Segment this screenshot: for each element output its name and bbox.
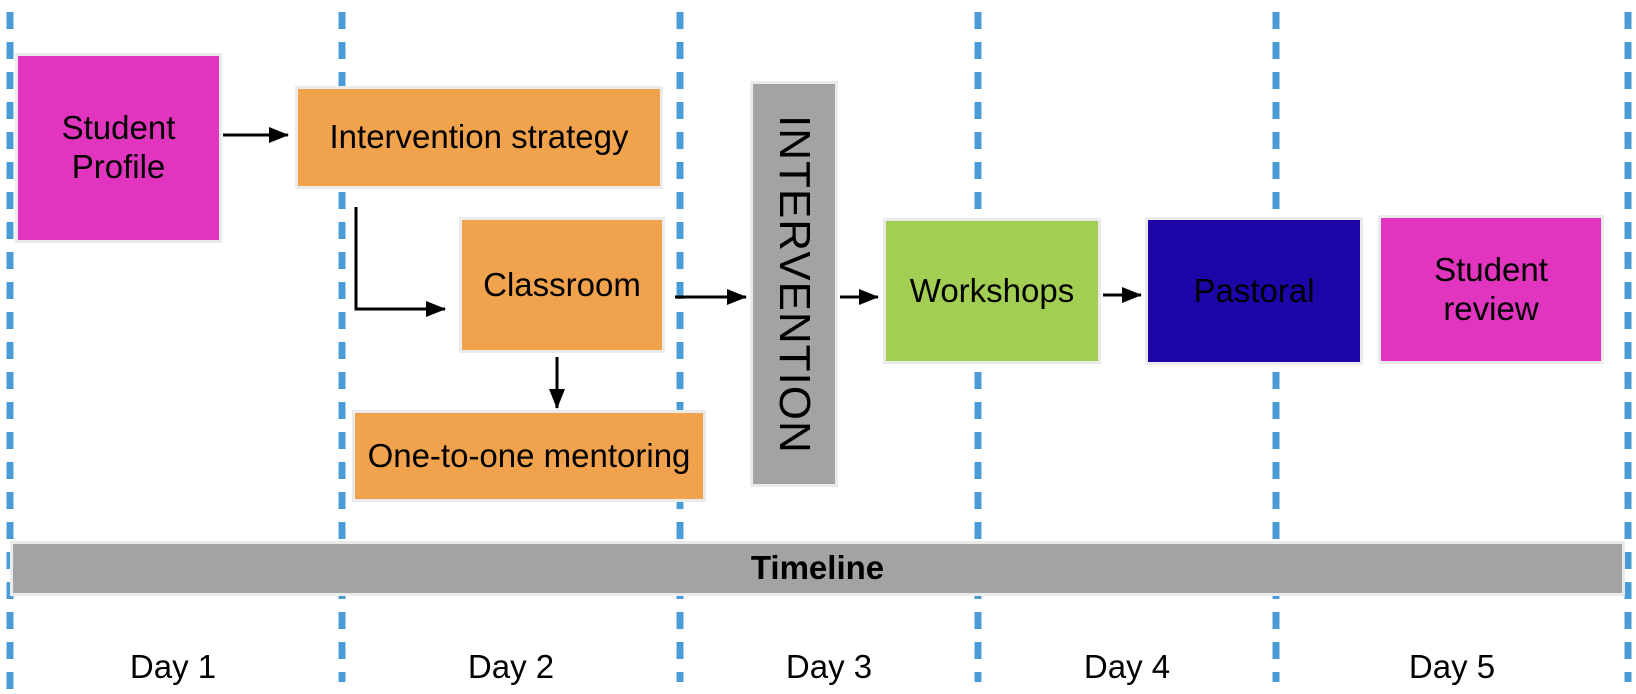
- node-intervention-strategy: Intervention strategy: [295, 86, 663, 189]
- node-label: INTERVENTION: [769, 114, 819, 454]
- node-label: Pastoral: [1193, 271, 1315, 309]
- node-label: One-to-one mentoring: [367, 436, 691, 474]
- node-workshops: Workshops: [883, 218, 1101, 364]
- timeline-label: Timeline: [750, 549, 885, 587]
- timeline-bar: Timeline: [10, 541, 1625, 596]
- node-label: Student review: [1434, 250, 1548, 327]
- day-label-5: Day 5: [1408, 648, 1496, 685]
- node-pastoral: Pastoral: [1145, 217, 1363, 365]
- day-label-3: Day 3: [785, 648, 873, 685]
- node-intervention: INTERVENTION: [750, 81, 838, 487]
- day-label-2: Day 2: [467, 648, 555, 685]
- node-label: Workshops: [909, 271, 1075, 309]
- day-label-1: Day 1: [129, 648, 217, 685]
- node-classroom: Classroom: [459, 217, 665, 353]
- node-one-to-one-mentoring: One-to-one mentoring: [352, 410, 706, 502]
- day-label-4: Day 4: [1083, 648, 1171, 685]
- node-student-profile: Student Profile: [15, 53, 222, 243]
- node-label: Classroom: [483, 265, 641, 303]
- node-label: Student Profile: [61, 109, 176, 185]
- node-student-review: Student review: [1378, 215, 1604, 364]
- node-label: Intervention strategy: [329, 118, 629, 156]
